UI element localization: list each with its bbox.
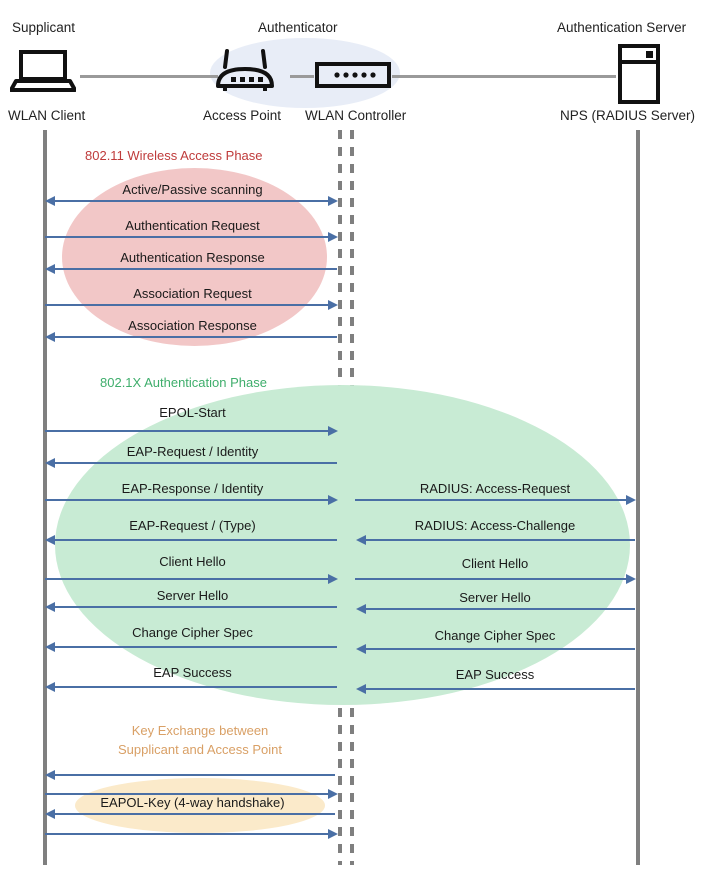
message-line — [47, 268, 337, 270]
arrow-head-right — [328, 300, 338, 310]
arrow-head-left — [45, 535, 55, 545]
message-line-right — [365, 539, 635, 541]
message-line — [47, 774, 335, 776]
phase-title-keyex-line2: Supplicant and Access Point — [117, 742, 283, 757]
message-line — [45, 430, 335, 432]
arrow-head-left — [45, 809, 55, 819]
message-label: Association Response — [128, 318, 257, 333]
message-line-right — [365, 608, 635, 610]
phase-ellipse-80211 — [62, 168, 327, 346]
message-label-right: RADIUS: Access-Request — [419, 481, 571, 496]
arrow-head-left — [356, 535, 366, 545]
message-line — [45, 499, 335, 501]
message-label-right: Client Hello — [461, 556, 529, 571]
message-line — [47, 646, 337, 648]
role-label-authentication-server: Authentication Server — [557, 20, 687, 35]
phase-title-80211: 802.11 Wireless Access Phase — [85, 148, 263, 163]
arrow-head-right — [328, 196, 338, 206]
phase-title-keyex: Key Exchange between Supplicant and Acce… — [75, 721, 325, 759]
message-label: Change Cipher Spec — [132, 625, 253, 640]
device-label-wlan-client: WLAN Client — [8, 108, 86, 123]
arrow-head-left — [45, 196, 55, 206]
arrow-head-right — [626, 495, 636, 505]
eapol-key-group-label: EAPOL-Key (4-way handshake) — [100, 795, 285, 810]
wire-controller-to-server — [392, 75, 616, 78]
message-line — [45, 236, 335, 238]
wire-ap-to-controller — [290, 75, 314, 78]
message-label-right: EAP Success — [455, 667, 535, 682]
message-label-right: RADIUS: Access-Challenge — [414, 518, 576, 533]
wire-client-to-ap — [80, 75, 218, 78]
message-line-right — [355, 578, 630, 580]
phase-ellipse-keyex — [75, 778, 325, 833]
message-label-right: Server Hello — [459, 590, 531, 605]
message-line — [47, 336, 337, 338]
arrow-head-left — [45, 602, 55, 612]
authenticator-halo — [210, 38, 400, 108]
message-label: EAP Success — [153, 665, 232, 680]
arrow-head-right — [328, 495, 338, 505]
message-line — [47, 606, 337, 608]
arrow-head-left — [45, 682, 55, 692]
arrow-head-right — [328, 829, 338, 839]
message-line-right — [365, 648, 635, 650]
lifeline-authentication-server — [636, 130, 640, 865]
arrow-head-right — [328, 232, 338, 242]
message-line — [45, 304, 335, 306]
phase-title-keyex-line1: Key Exchange between — [131, 723, 269, 738]
arrow-head-right — [328, 789, 338, 799]
arrow-head-left — [45, 332, 55, 342]
arrow-head-right — [626, 574, 636, 584]
message-label: Authentication Response — [120, 250, 265, 265]
message-label: EPOL-Start — [159, 405, 226, 420]
arrow-head-left — [356, 684, 366, 694]
arrow-head-left — [45, 458, 55, 468]
server-icon — [617, 44, 661, 109]
message-label: Server Hello — [156, 588, 229, 603]
message-line — [45, 833, 335, 835]
message-line-right — [355, 499, 630, 501]
role-label-authenticator: Authenticator — [258, 20, 338, 35]
arrow-head-left — [356, 644, 366, 654]
message-label-right: Change Cipher Spec — [434, 628, 556, 643]
access-point-icon — [214, 48, 276, 99]
arrow-head-right — [328, 574, 338, 584]
role-label-supplicant: Supplicant — [12, 20, 76, 35]
message-line — [47, 200, 335, 202]
phase-title-8021x: 802.1X Authentication Phase — [100, 375, 267, 390]
device-label-nps-radius-server: NPS (RADIUS Server) — [560, 108, 696, 123]
message-line — [47, 539, 337, 541]
arrow-head-left — [45, 264, 55, 274]
message-line — [47, 686, 337, 688]
message-line-right — [365, 688, 635, 690]
device-label-access-point: Access Point — [203, 108, 282, 123]
message-line — [47, 813, 335, 815]
message-label: EAP-Request / (Type) — [129, 518, 256, 533]
message-label: EAP-Request / Identity — [126, 444, 259, 459]
message-label: Authentication Request — [125, 218, 260, 233]
phase-ellipse-8021x — [55, 385, 630, 705]
arrow-head-left — [356, 604, 366, 614]
message-label: Client Hello — [159, 554, 226, 569]
laptop-icon — [9, 50, 77, 97]
message-label: Association Request — [133, 286, 252, 301]
message-label: Active/Passive scanning — [122, 182, 263, 197]
wlan-controller-icon — [315, 62, 391, 93]
message-line — [45, 793, 335, 795]
arrow-head-right — [328, 426, 338, 436]
message-label: EAP-Response / Identity — [121, 481, 264, 496]
device-label-wlan-controller: WLAN Controller — [305, 108, 407, 123]
arrow-head-left — [45, 642, 55, 652]
lifeline-supplicant — [43, 130, 47, 865]
message-line — [45, 578, 335, 580]
arrow-head-left — [45, 770, 55, 780]
message-line — [47, 462, 337, 464]
